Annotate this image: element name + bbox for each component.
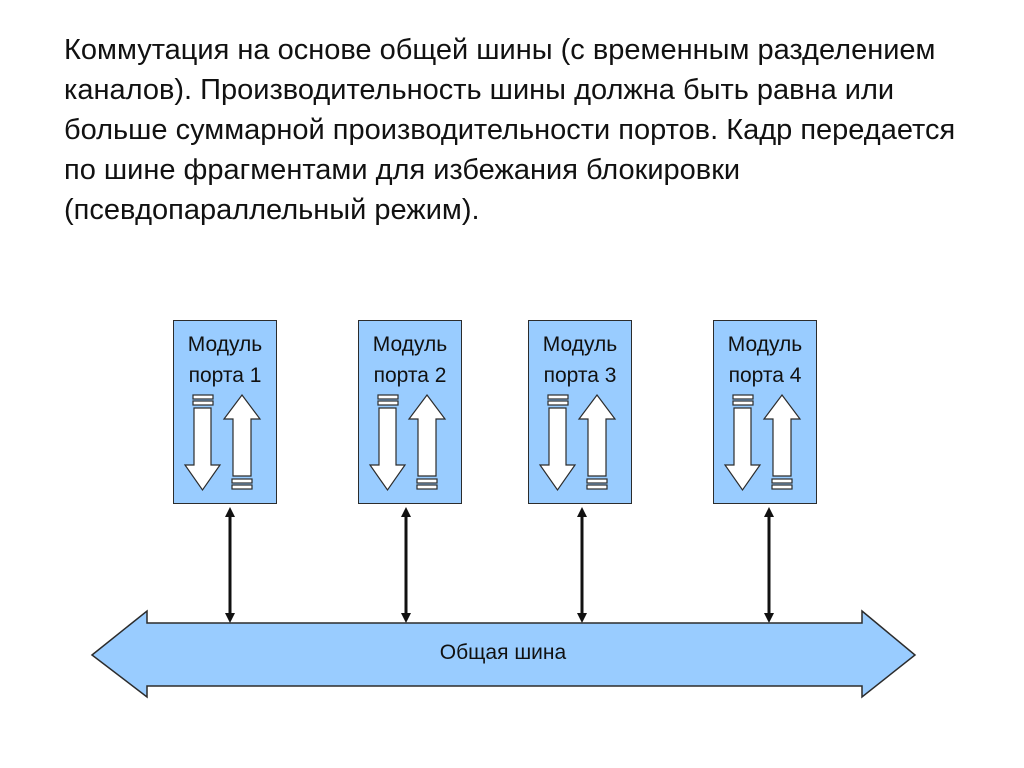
port-module-1: Модуль порта 1 — [173, 320, 277, 504]
port-module-label: Модуль порта 4 — [714, 329, 816, 391]
port-module-number: порта 3 — [543, 364, 617, 387]
port-module-number: порта 4 — [728, 364, 802, 387]
down-up-arrows-icon — [723, 394, 802, 492]
down-up-arrows-icon — [538, 394, 617, 492]
port-module-2: Модуль порта 2 — [358, 320, 462, 504]
port-module-title: Модуль — [727, 333, 803, 356]
port-module-number: порта 2 — [373, 364, 447, 387]
port-module-label: Модуль порта 3 — [529, 329, 631, 391]
down-up-arrows-icon — [183, 394, 262, 492]
slide-text: Коммутация на основе общей шины (с време… — [64, 34, 956, 226]
bus-label: Общая шина — [439, 641, 567, 664]
port-module-label: Модуль порта 1 — [174, 329, 276, 391]
port-module-3: Модуль порта 3 — [528, 320, 632, 504]
down-up-arrows-icon — [368, 394, 447, 492]
port-module-title: Модуль — [372, 333, 448, 356]
bus-arrow-icon — [90, 609, 917, 699]
port-module-4: Модуль порта 4 — [713, 320, 817, 504]
port-module-number: порта 1 — [188, 364, 262, 387]
port-module-title: Модуль — [542, 333, 618, 356]
port-module-title: Модуль — [187, 333, 263, 356]
port-module-label: Модуль порта 2 — [359, 329, 461, 391]
